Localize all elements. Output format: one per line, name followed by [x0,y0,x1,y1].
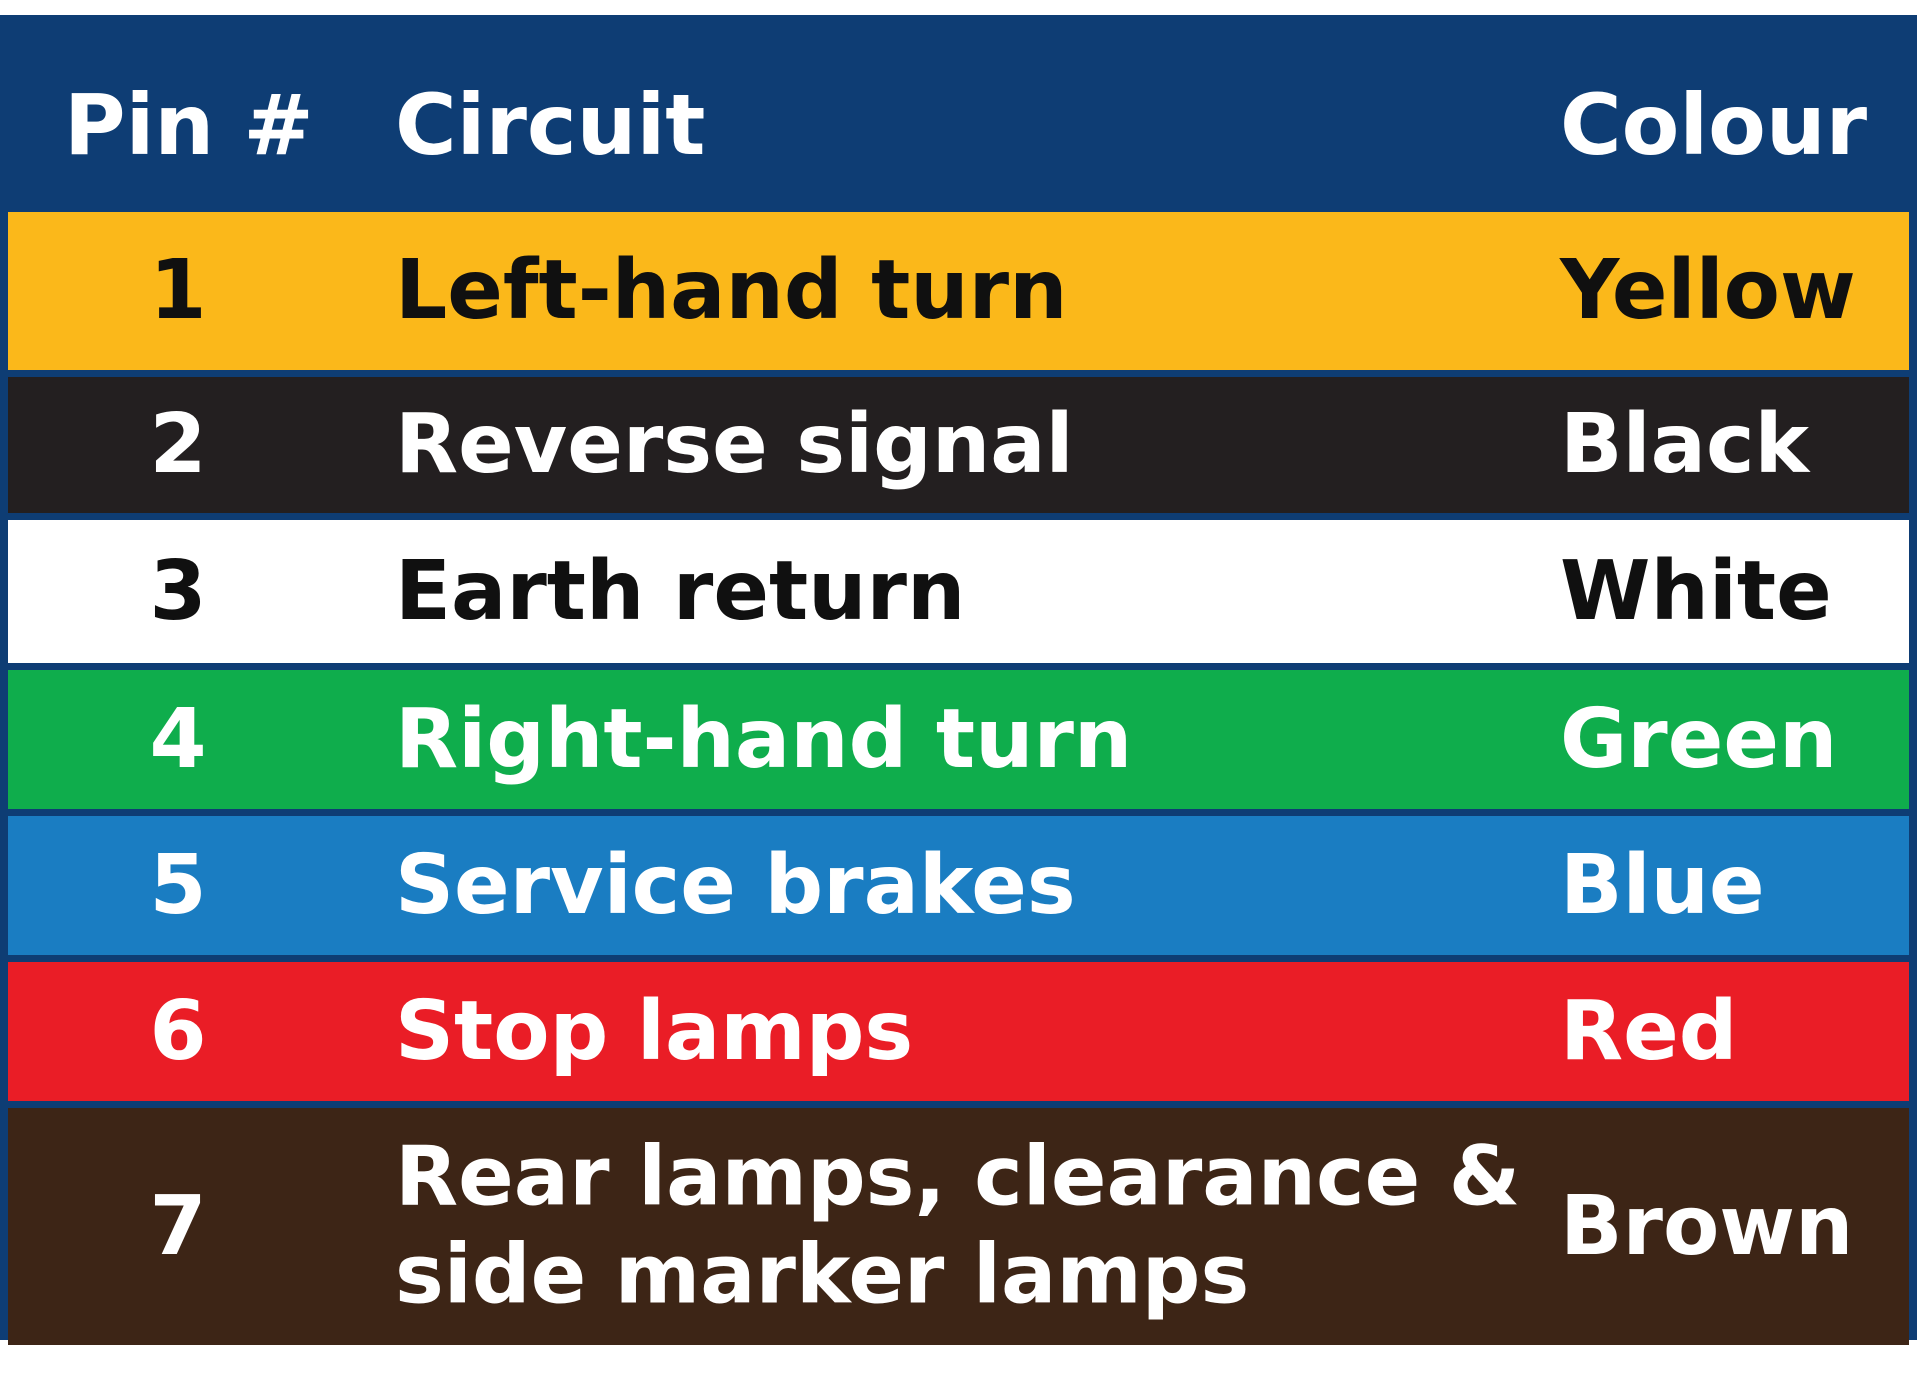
table-header: Pin # Circuit Colour [0,15,1917,210]
wiring-table: Pin # Circuit Colour 1 Left-hand turn Ye… [0,15,1917,1345]
pin-number: 6 [149,983,207,1079]
wire-colour: Black [1560,397,1810,492]
header-circuit: Circuit [395,76,706,174]
table-row-pin-5: 5 Service brakes Blue [8,816,1909,955]
table-row-pin-7: 7 Rear lamps, clearance & side marker la… [8,1108,1909,1345]
circuit-name: Left-hand turn [395,243,1068,338]
wire-colour: Yellow [1560,243,1856,338]
circuit-name: Service brakes [395,837,1076,933]
circuit-name: Stop lamps [395,983,914,1079]
header-pin: Pin # [64,76,314,174]
table-row-pin-2: 2 Reverse signal Black [8,377,1909,513]
pin-number: 7 [149,1178,207,1274]
wire-colour: Green [1560,691,1838,787]
wire-colour: Red [1560,983,1738,1079]
table-row-pin-6: 6 Stop lamps Red [8,962,1909,1101]
circuit-name: Earth return [395,543,966,639]
header-colour: Colour [1560,76,1868,174]
wire-colour: White [1560,543,1832,639]
circuit-name: Reverse signal [395,397,1074,492]
pin-number: 4 [149,691,207,787]
pin-number: 5 [149,837,207,933]
table-row-pin-3: 3 Earth return White [8,520,1909,663]
pin-number: 2 [149,397,207,492]
pin-number: 3 [149,543,207,639]
pin-number: 1 [149,243,207,338]
circuit-name: Rear lamps, clearance & side marker lamp… [395,1129,1521,1323]
wire-colour: Brown [1560,1178,1854,1274]
table-row-pin-1: 1 Left-hand turn Yellow [8,212,1909,370]
circuit-name: Right-hand turn [395,691,1133,787]
wire-colour: Blue [1560,837,1765,933]
table-row-pin-4: 4 Right-hand turn Green [8,670,1909,809]
